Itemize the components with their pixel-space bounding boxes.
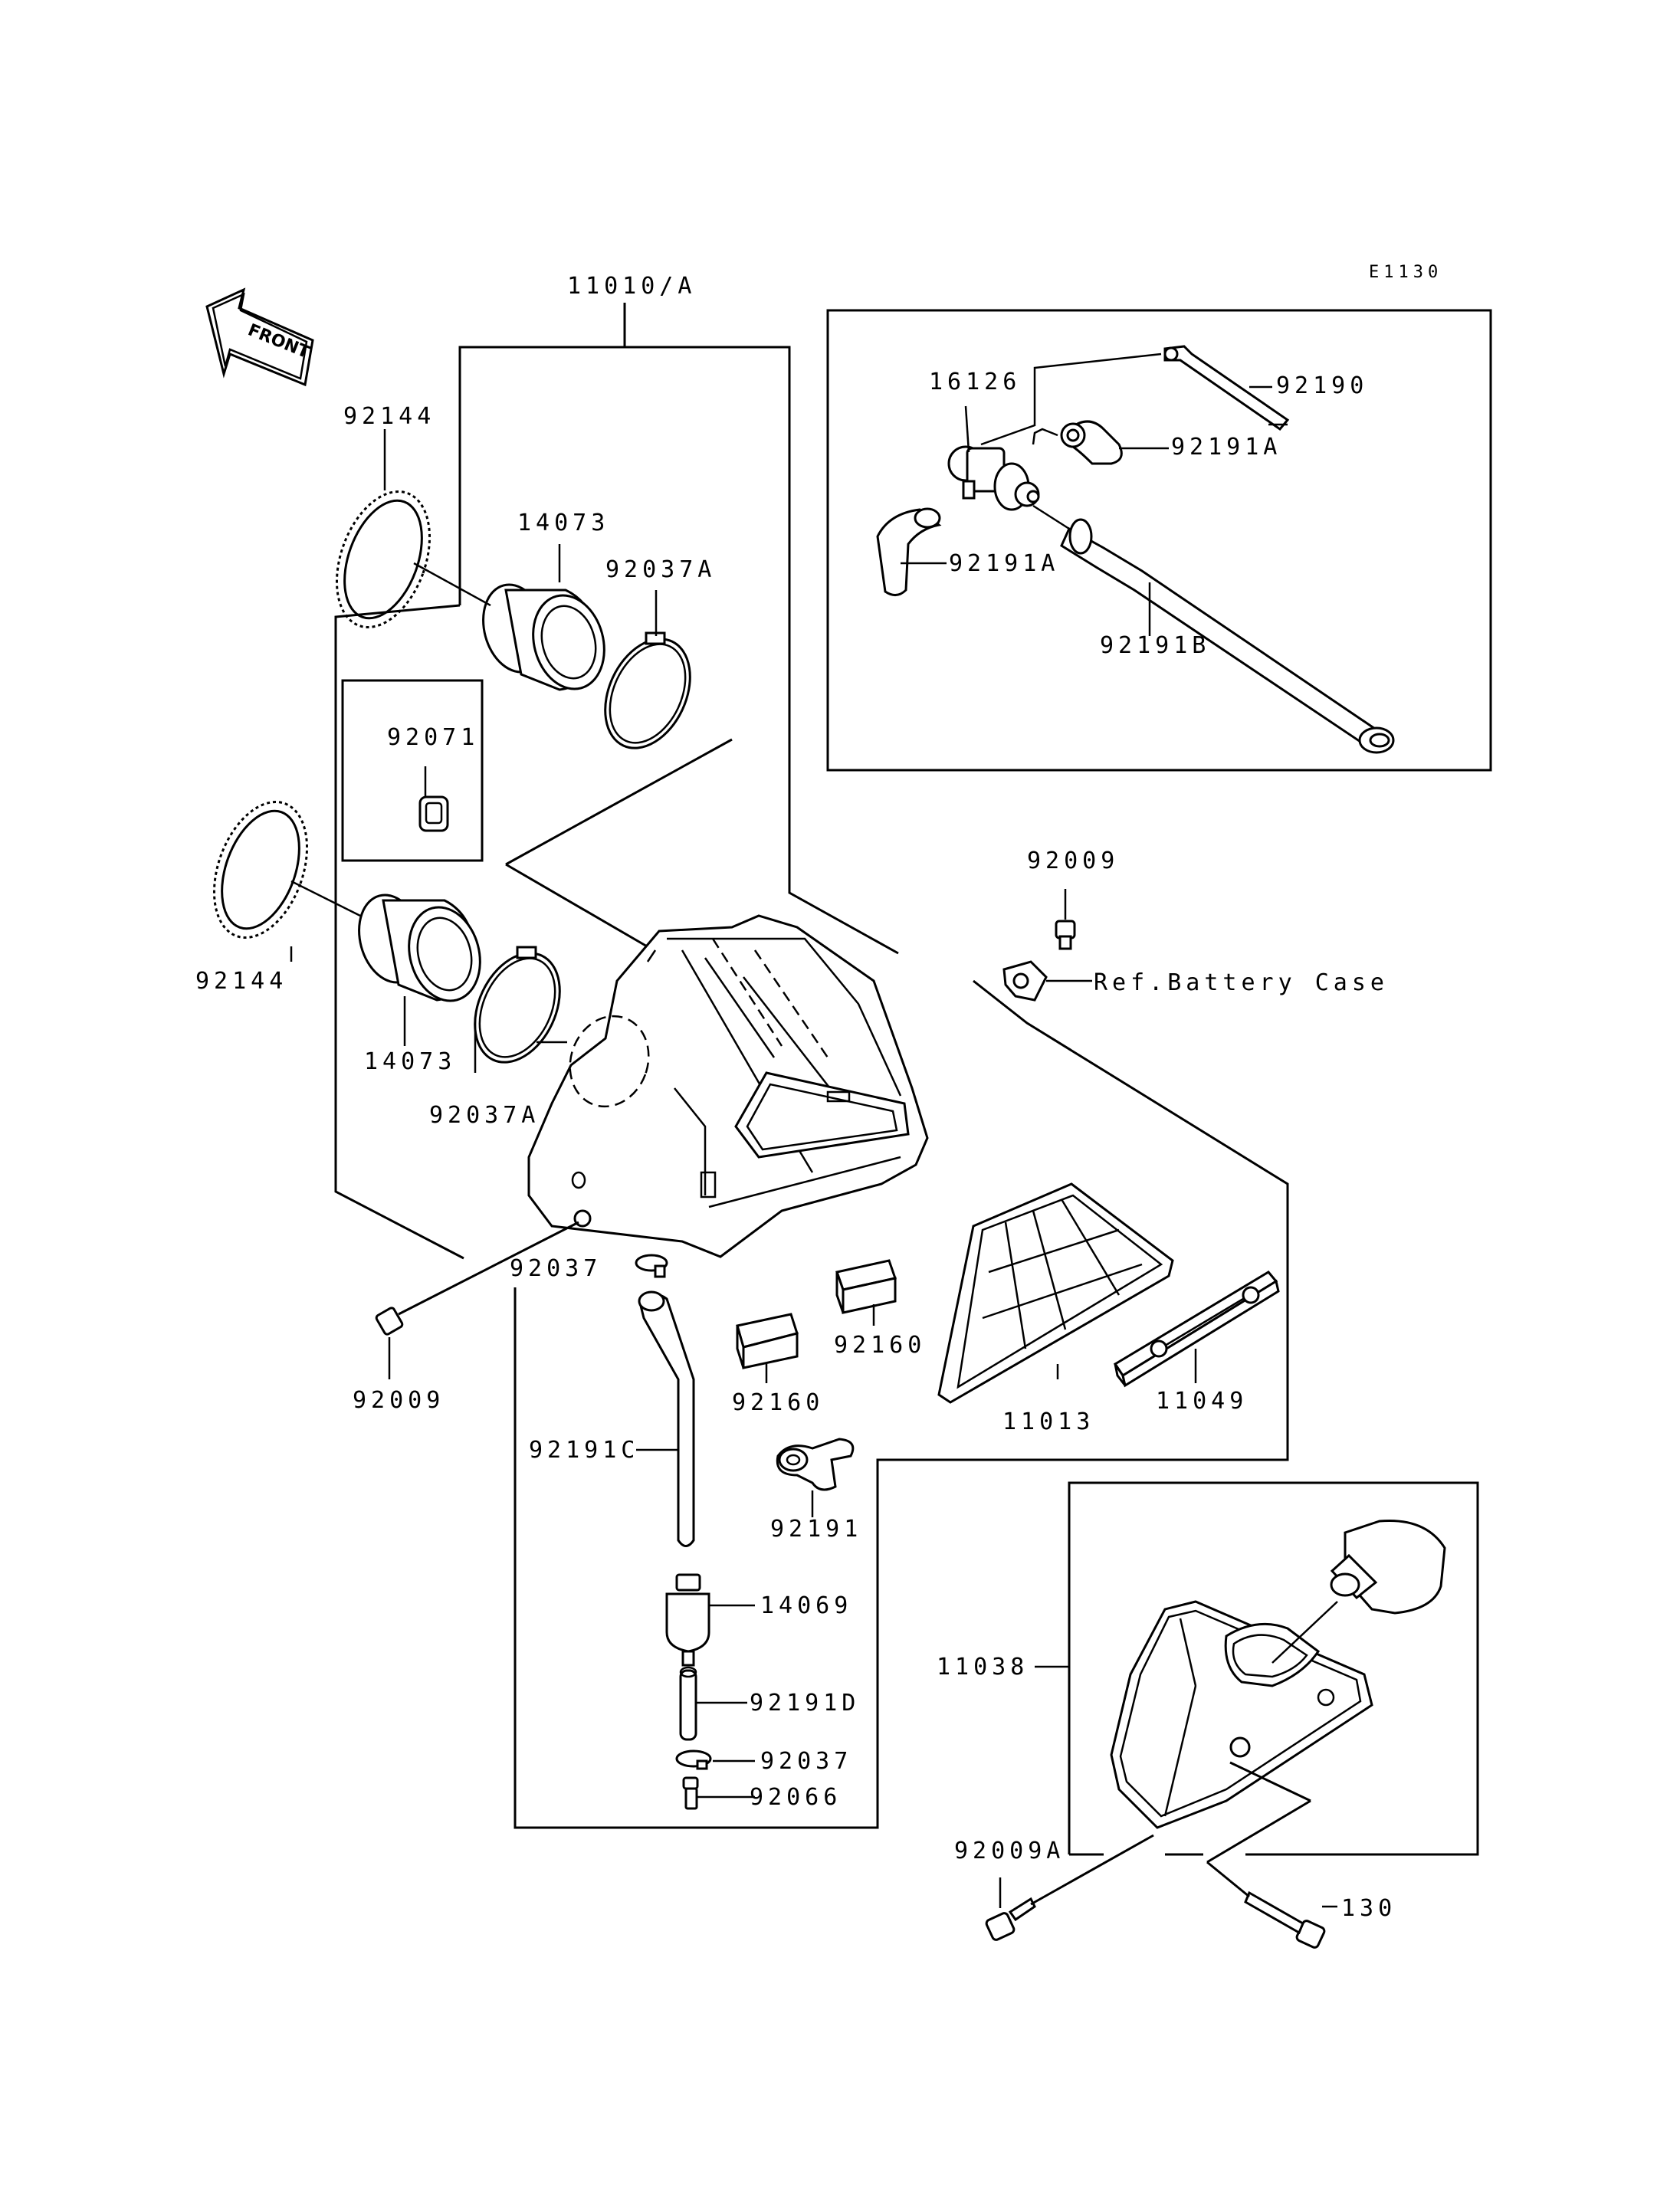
label-92066: 92066 [750, 1784, 842, 1811]
top-right-leaders [901, 353, 1272, 636]
breather-hose-92190 [1163, 345, 1290, 431]
label-11038: 11038 [937, 1654, 1029, 1681]
fitting-92066 [682, 1776, 755, 1810]
intake-duct-14073-top [482, 583, 605, 691]
clamp-92037A-bottom [474, 946, 561, 1064]
label-92191D: 92191D [750, 1690, 860, 1717]
pad-92160-a [736, 1313, 799, 1383]
hose-92191D [679, 1666, 747, 1741]
elbow-92191 [776, 1438, 855, 1517]
label-11010A: 11010/A [567, 273, 696, 300]
label-92009-top: 92009 [1027, 848, 1119, 874]
diagram-code: E1130 [1369, 263, 1442, 282]
label-14069: 14069 [760, 1592, 852, 1619]
label-11013: 11013 [1002, 1408, 1094, 1435]
battery-bracket [1002, 960, 1092, 1002]
intake-duct-14073-bottom [358, 894, 481, 1002]
filter-element-11013 [937, 1182, 1174, 1404]
label-92190: 92190 [1276, 372, 1368, 399]
label-14073-top: 14073 [517, 510, 609, 536]
label-92160-b: 92160 [834, 1332, 926, 1359]
cap-part [1271, 1519, 1446, 1664]
fuel-filter-14069 [665, 1573, 755, 1667]
label-92037-bottom: 92037 [760, 1748, 852, 1775]
spring-clamp-92144-top [335, 490, 431, 628]
label-92160-a: 92160 [732, 1389, 824, 1416]
hose-92191A-left [876, 507, 942, 596]
clamp-92037A-top [604, 631, 691, 749]
clip-92037-mid [635, 1254, 668, 1278]
label-92144-top: 92144 [343, 403, 435, 430]
label-92191: 92191 [770, 1516, 862, 1543]
hose-92191C [636, 1290, 695, 1547]
bolt-92009-left [375, 1221, 579, 1379]
label-92191A-left: 92191A [949, 550, 1059, 577]
label-92191C: 92191C [529, 1437, 639, 1464]
spring-clamp-92144-bottom [212, 801, 309, 939]
label-92009A: 92009A [954, 1838, 1065, 1864]
label-92009-left: 92009 [353, 1387, 445, 1414]
label-92071: 92071 [387, 724, 479, 751]
holder-11049 [1113, 1271, 1280, 1388]
air-cleaner-cover-11038 [1035, 1600, 1373, 1829]
hose-92191A-top [1060, 420, 1123, 465]
hose-92191B [1060, 518, 1395, 754]
grommet-92071 [418, 795, 449, 832]
air-cleaner-housing [527, 914, 929, 1258]
label-ref-battery-case: Ref.Battery Case [1094, 969, 1389, 996]
label-14073-bottom: 14073 [364, 1048, 456, 1075]
label-92037-mid: 92037 [510, 1255, 602, 1282]
label-92191B: 92191B [1100, 632, 1210, 659]
label-92037A-top: 92037A [605, 556, 716, 583]
clip-92037-bottom [675, 1749, 755, 1770]
label-16126: 16126 [929, 369, 1021, 395]
label-11049: 11049 [1156, 1388, 1248, 1415]
pad-92160-b [835, 1259, 897, 1326]
label-92191A-top: 92191A [1171, 434, 1281, 461]
bolt-92009A [985, 1834, 1154, 1941]
front-arrow-icon: FRONT [205, 287, 314, 387]
label-130: 130 [1341, 1895, 1396, 1922]
part-labels: 11010/A 92190 16126 92191A 92191A 92191B… [195, 273, 1396, 1922]
label-92037A-bottom: 92037A [429, 1102, 540, 1129]
bolt-92009-top [1055, 889, 1076, 950]
label-92144-bottom: 92144 [195, 968, 287, 995]
valve-16126 [947, 405, 1040, 511]
bolt-130 [1206, 1761, 1337, 1949]
